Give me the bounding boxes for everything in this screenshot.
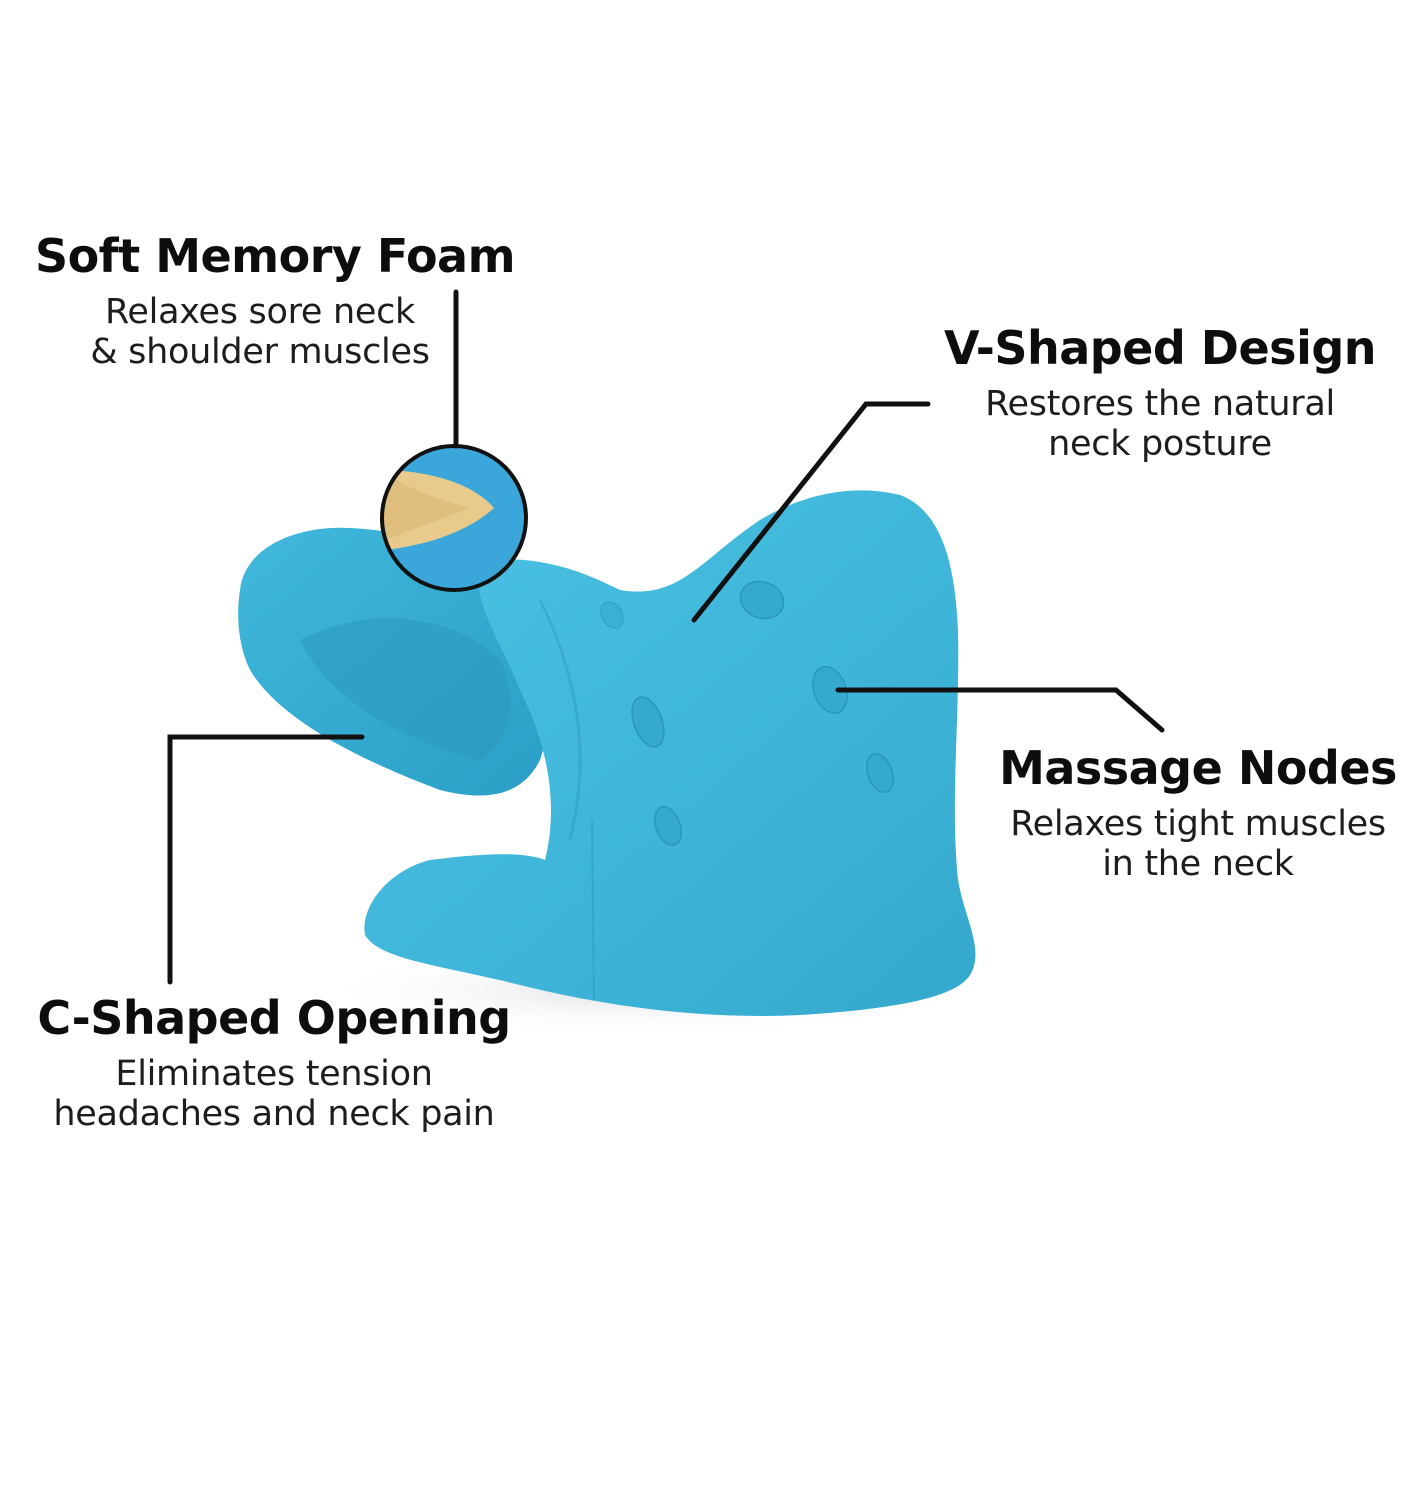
memory-foam-zoom-circle bbox=[380, 444, 528, 592]
callout-desc-line: neck posture bbox=[1048, 424, 1272, 464]
callout-massage-nodes: Massage Nodes Relaxes tight muscles in t… bbox=[975, 742, 1421, 884]
callout-soft-memory-foam: Soft Memory Foam Relaxes sore neck & sho… bbox=[10, 230, 540, 372]
callout-desc-line: & shoulder muscles bbox=[90, 332, 430, 372]
callout-v-shaped-design: V-Shaped Design Restores the natural nec… bbox=[925, 322, 1395, 464]
callout-title: V-Shaped Design bbox=[943, 321, 1377, 375]
callout-title: C-Shaped Opening bbox=[37, 991, 511, 1045]
massage-nodes bbox=[600, 580, 894, 846]
callout-desc-line: Restores the natural bbox=[985, 384, 1335, 424]
c-opening-shadow bbox=[300, 618, 511, 760]
leader-lines bbox=[167, 289, 1165, 985]
edge bbox=[538, 599, 582, 841]
leader-massage-nodes bbox=[835, 687, 1165, 733]
leader-v-shaped-design bbox=[691, 401, 931, 623]
seam bbox=[591, 819, 595, 1001]
callout-desc-line: Relaxes tight muscles bbox=[1010, 804, 1386, 844]
callout-desc-line: in the neck bbox=[1102, 844, 1294, 884]
leader-c-shaped-opening bbox=[167, 734, 365, 985]
callout-title: Soft Memory Foam bbox=[34, 229, 516, 283]
pillow-body bbox=[364, 490, 976, 1016]
callout-desc-line: Relaxes sore neck bbox=[104, 292, 416, 332]
callout-desc-line: Eliminates tension bbox=[115, 1054, 433, 1094]
callout-c-shaped-opening: C-Shaped Opening Eliminates tension head… bbox=[14, 992, 534, 1134]
callout-desc-line: headaches and neck pain bbox=[53, 1094, 495, 1134]
callout-title: Massage Nodes bbox=[999, 741, 1397, 795]
